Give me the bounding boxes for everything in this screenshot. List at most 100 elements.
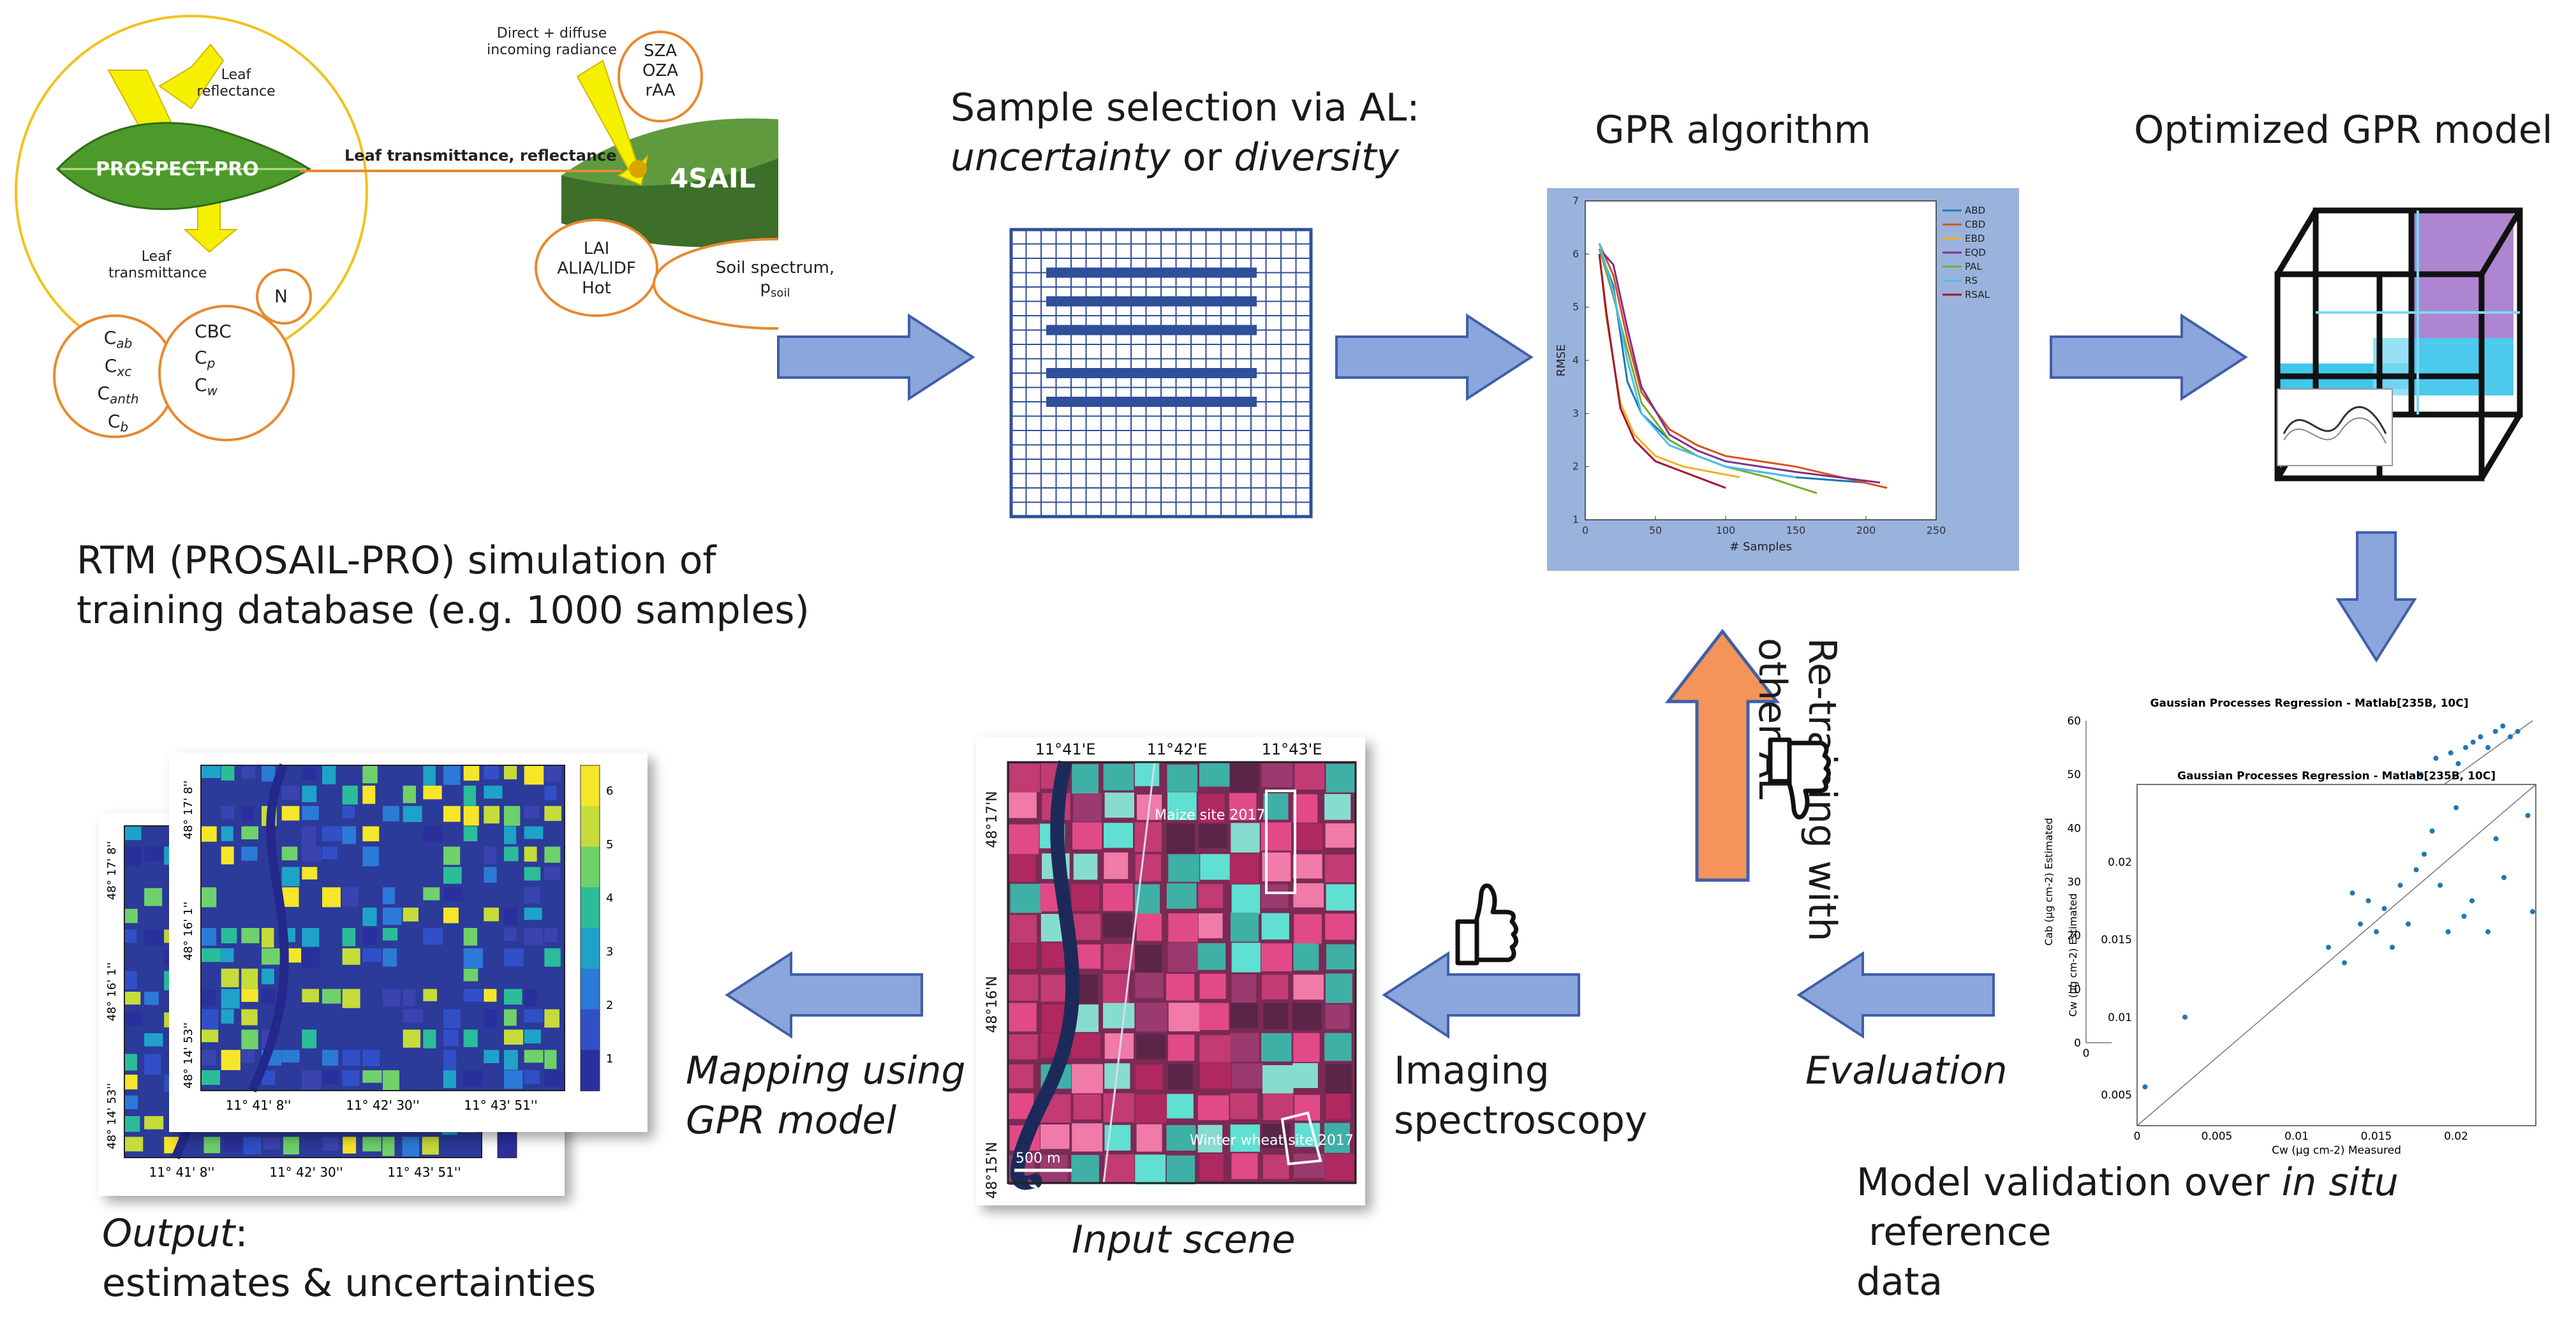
maize-site-label: Maize site 2017 [1155,807,1265,823]
heatmap-cell [302,928,320,947]
colorbar-segment [581,1050,600,1091]
heatmap-cell [423,765,436,786]
leaf-params-left: Cab Cxc Canth Cb [93,325,144,436]
heatmap-cell [124,1075,138,1090]
x-axis-label: # Samples [1729,540,1792,554]
back-scatter-point [2448,750,2454,756]
back-scatter-point [2470,739,2476,745]
heatmap-cell [504,948,524,967]
heatmap-cell [443,1009,461,1029]
back-scatter-point [2433,755,2439,761]
front-scatter-point [2326,945,2331,950]
wheat-site-label: Winter wheat site 2017 [1190,1133,1354,1149]
heatmap-cell [221,1009,234,1024]
front-scatter-point [2406,921,2411,927]
angles-list: SZA OZA rAA [628,41,692,101]
heatmap-cell [362,826,380,842]
param-cw: Cw [195,372,232,401]
heatmap-cell [323,1137,339,1151]
heatmap-cell [362,785,376,804]
field-patch [1261,1033,1292,1062]
heatmap-cell [241,989,258,1002]
field-patch [1166,1155,1195,1185]
field-patch [1168,913,1198,942]
colorbar-tick-label: 6 [606,784,613,798]
al-title-line2: uncertainty or diversity [951,133,1420,182]
heatmap-cell [144,888,163,906]
cube-inset-curve-2 [2283,417,2387,444]
heatmap-cell [302,989,319,1003]
output-line1: Output: [102,1209,596,1258]
colorbar-segment [581,806,600,848]
field-patch [1199,763,1230,787]
mapping-line1: Mapping using [686,1048,966,1093]
heatmap-cell [241,1009,258,1026]
back-x-tick-label: 0 [2083,1047,2090,1060]
field-patch [1135,945,1162,975]
colorbar-tick-label: 4 [606,892,613,905]
front-x-tick-label: 0.005 [2202,1130,2233,1143]
back-scatter-point [2418,772,2424,777]
heatmap-cell [302,1070,322,1090]
field-patch [1166,883,1197,909]
legend-label-ebd: EBD [1965,233,1985,244]
heatmap-cell [443,867,462,884]
heatmap-cell [443,908,459,923]
field-patch [1008,1034,1038,1060]
field-patch [1324,1153,1354,1181]
maize-site-outline [1265,790,1296,894]
front-scatter-point [2182,1014,2187,1020]
optimized-title: Optimized GPR model [2134,108,2553,152]
heatmap-cell [241,1050,255,1063]
y-tick-label: 4 [1573,354,1579,366]
field-patch [1167,792,1197,820]
field-patch [1325,973,1352,1003]
heatmap-cell [342,887,359,907]
field-patch [1071,1033,1100,1059]
thumbs-down-icon [1768,737,1831,820]
front-x-axis-label: Cw (μg cm-2) Measured [2272,1144,2401,1157]
field-patch [1168,1003,1200,1032]
heatmap-cell [302,806,319,820]
field-patch [1262,1065,1294,1094]
heatmap-cell [484,989,497,1002]
field-patch [1136,1034,1166,1059]
field-patch [1231,975,1257,1004]
front-scatter-point [2469,898,2475,904]
field-patch [1231,884,1261,915]
param-cab-base: C [103,327,117,348]
front-y-tick-label: 0.01 [2108,1012,2132,1024]
field-patch [1009,855,1036,882]
heatmap-cell [342,826,356,844]
soil-line1: Soil spectrum, [715,258,835,277]
heatmap-y-tick-label: 48° 14' 53'' [105,1083,119,1149]
x-tick-label: 150 [1786,524,1806,536]
heatmap-cell [221,826,233,841]
heatmap-cell [144,846,163,862]
heatmap-cell [383,908,402,925]
legend-label-abd: ABD [1965,205,1985,216]
soil-ellipse [653,238,778,330]
arrow-spectroscopy-to-scene [1382,951,1580,1039]
al-diversity: diversity [1234,135,1399,180]
radiance-line1: Direct + diffuse [496,26,607,41]
y-tick-label: 1 [1573,513,1579,526]
heatmap-cell [124,826,142,841]
heatmap-cell [124,929,137,943]
y-tick-label: 7 [1573,195,1579,207]
selected-sample-bar [1046,296,1257,307]
heatmap-cell [342,785,358,805]
scale-bar-label: 500 m [1016,1151,1060,1166]
field-patch [1168,1034,1195,1061]
front-scatter-point [2493,836,2499,842]
heatmap-cell [544,948,561,967]
back-scatter-point [2463,745,2468,751]
field-patch [1134,822,1162,852]
validation-in-situ: in situ [2281,1160,2399,1205]
back-scatter-point [2478,734,2483,740]
field-patch [1136,913,1162,941]
canopy-hit-point [629,160,647,178]
field-patch [1009,1003,1037,1032]
colorbar-segment [581,887,600,929]
heatmap-cell [204,1137,221,1154]
